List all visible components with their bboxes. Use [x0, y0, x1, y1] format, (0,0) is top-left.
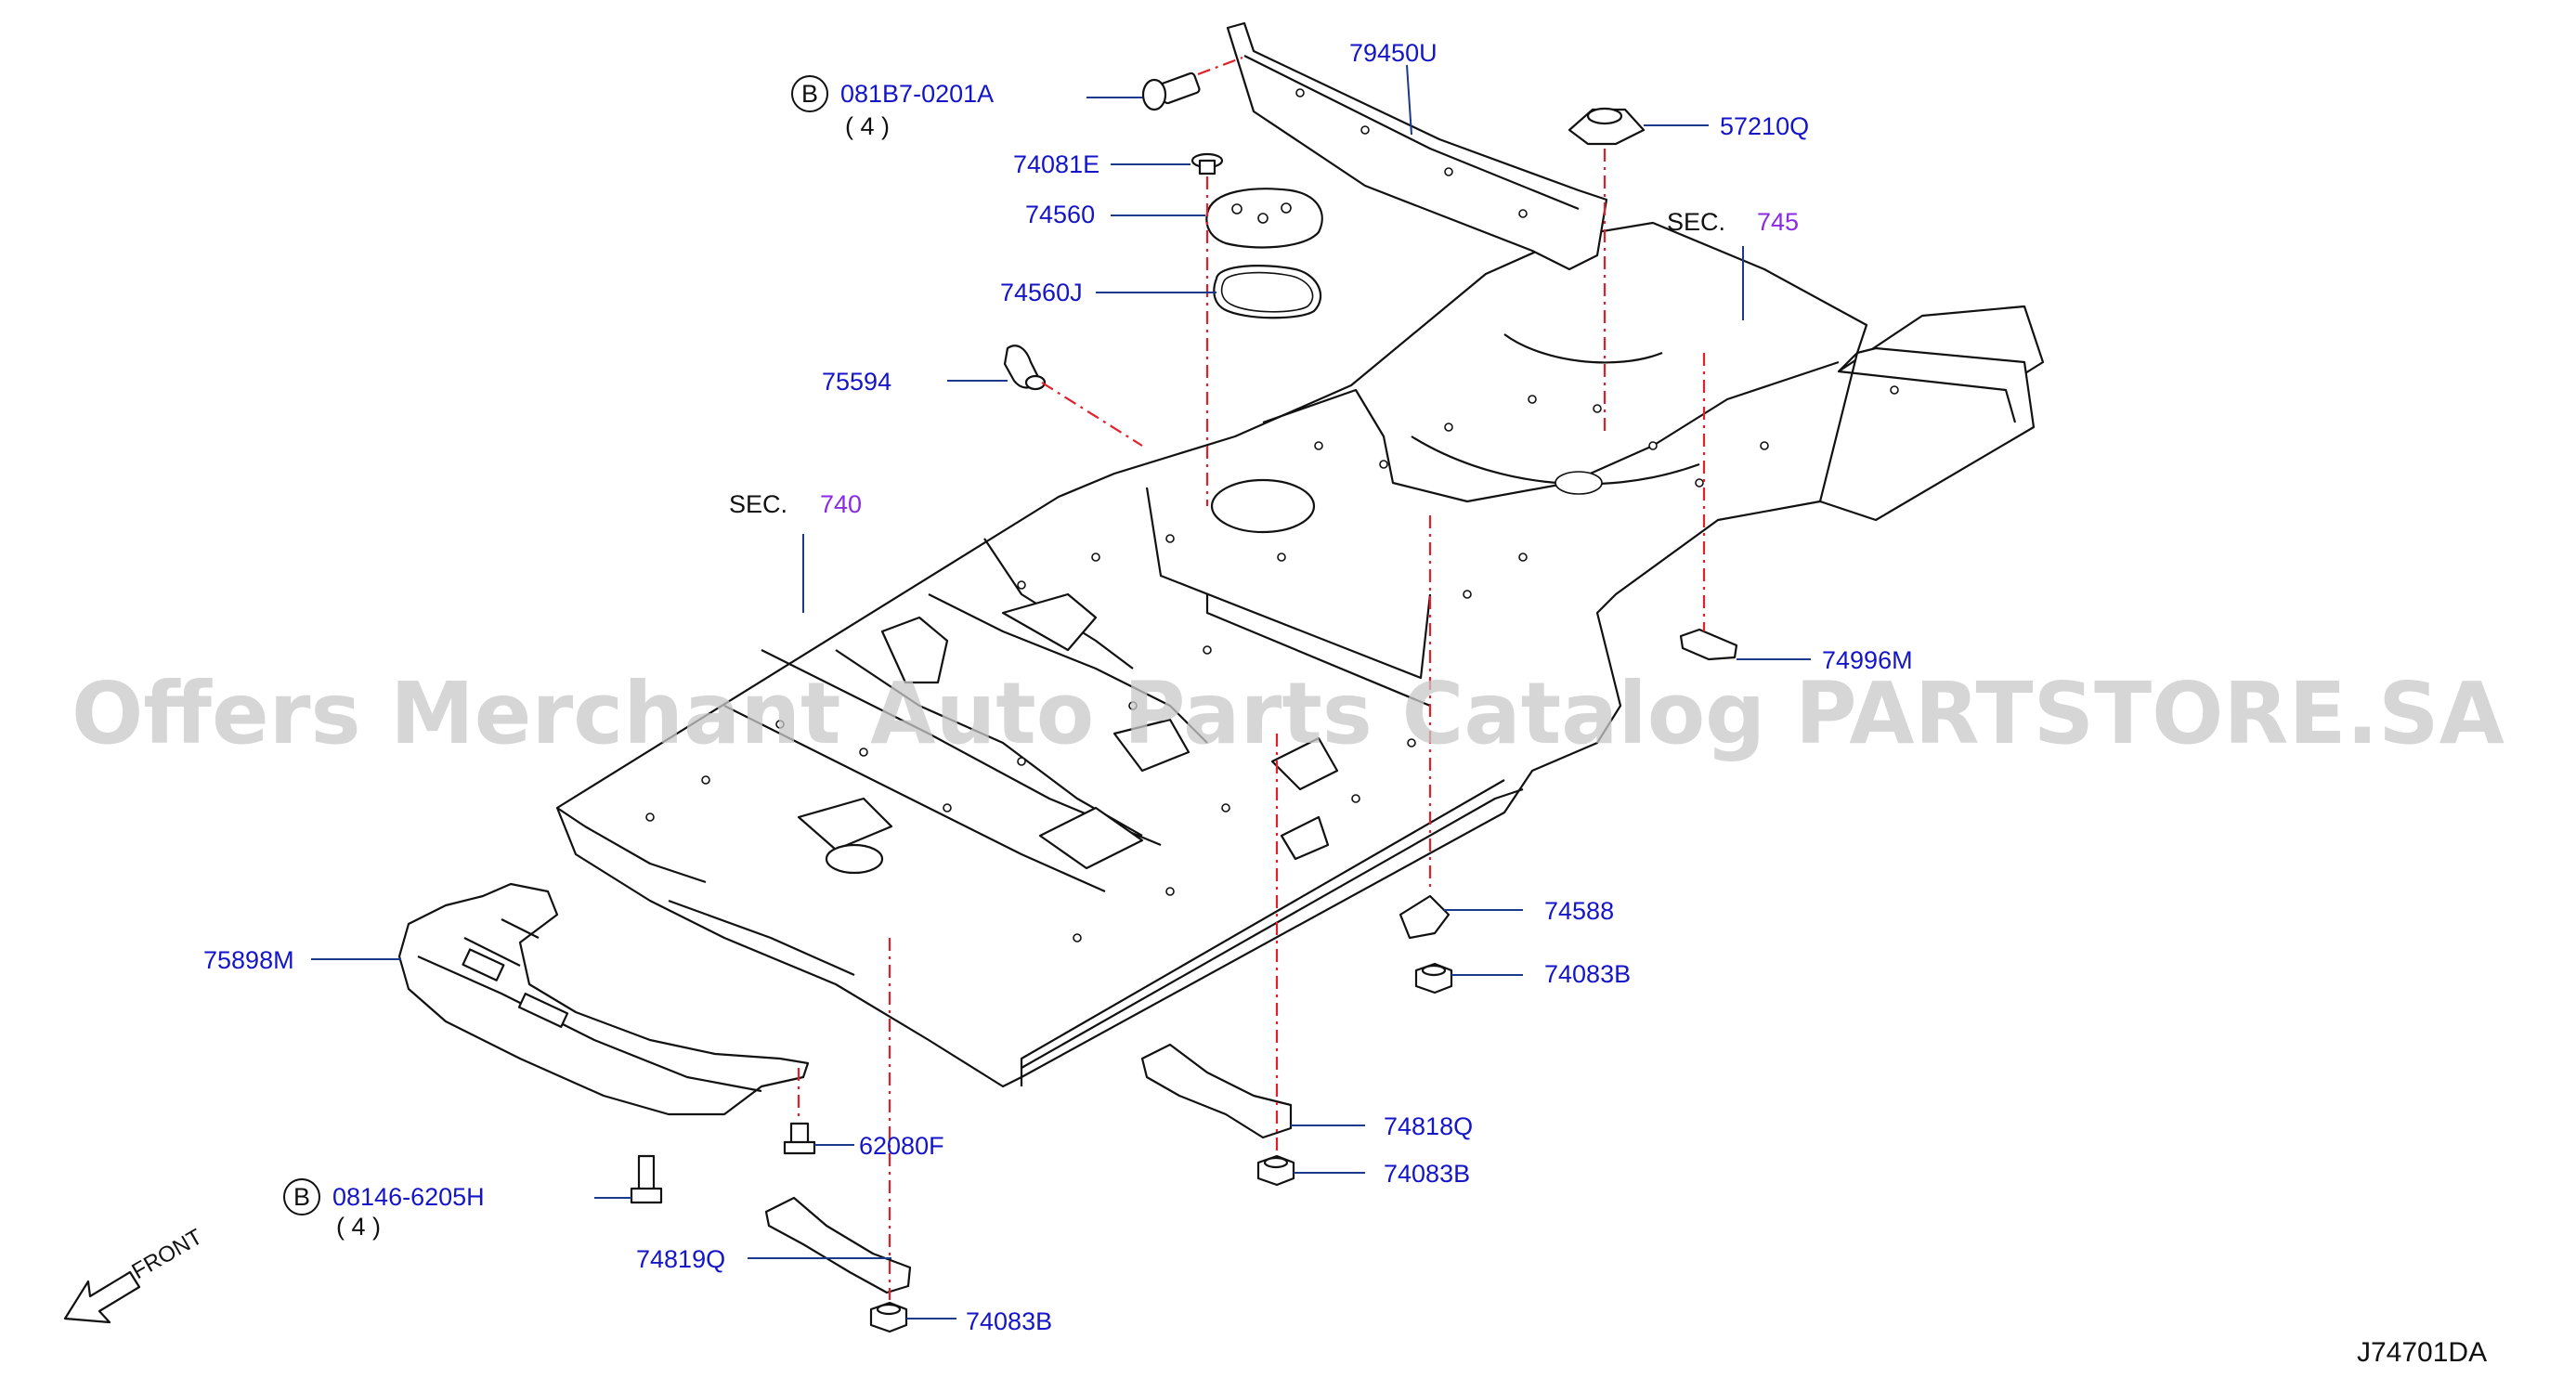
assembly-lines	[797, 56, 1706, 1300]
part-labels: 79450U 57210Q 74081E 74560 74560J 75594 …	[203, 39, 1913, 1335]
label-75898M[interactable]: 75898M	[203, 946, 294, 974]
sec-740-number[interactable]: 740	[820, 490, 862, 518]
floor-holes	[645, 385, 1899, 942]
floor-panel-drawing	[555, 221, 2045, 1088]
part-74819Q-drawing	[764, 1196, 912, 1294]
bolt-ref-08146-6205H: B 08146-6205H ( 4 )	[283, 1178, 485, 1241]
section-refs: SEC. 745 SEC. 740	[729, 208, 1799, 518]
front-label: FRONT	[128, 1224, 207, 1284]
bolt-081B7-0201A-drawing	[1141, 72, 1201, 111]
label-74083B-lower[interactable]: 74083B	[966, 1307, 1052, 1335]
label-08146-6205H[interactable]: 08146-6205H	[332, 1183, 485, 1211]
part-75594-drawing	[1003, 344, 1047, 391]
label-74560J[interactable]: 74560J	[1000, 279, 1083, 306]
label-74081E[interactable]: 74081E	[1013, 150, 1099, 178]
part-74560J-drawing	[1213, 265, 1322, 319]
label-74560[interactable]: 74560	[1025, 201, 1095, 228]
part-74996M-drawing	[1679, 628, 1738, 661]
sec-745-prefix: SEC.	[1667, 208, 1725, 236]
part-62080F-drawing	[783, 1122, 816, 1155]
qty-081B7-0201A: ( 4 )	[845, 112, 890, 140]
label-74819Q[interactable]: 74819Q	[636, 1245, 725, 1273]
sec-745-number[interactable]: 745	[1757, 208, 1799, 236]
leader-lines	[311, 64, 1811, 1320]
nut-74083B-drawings	[869, 962, 1453, 1333]
label-79450U[interactable]: 79450U	[1349, 39, 1438, 67]
label-74818Q[interactable]: 74818Q	[1384, 1112, 1473, 1140]
front-arrow: FRONT	[63, 1224, 207, 1324]
part-75898M-drawing	[397, 882, 810, 1116]
label-57210Q[interactable]: 57210Q	[1720, 112, 1809, 140]
label-74996M[interactable]: 74996M	[1822, 646, 1913, 674]
label-62080F[interactable]: 62080F	[859, 1132, 944, 1160]
bolt-symbol-b: B	[801, 80, 818, 108]
qty-08146-6205H: ( 4 )	[336, 1213, 381, 1241]
bolt-symbol-b: B	[293, 1183, 310, 1211]
bolt-ref-081B7-0201A: B 081B7-0201A ( 4 )	[791, 75, 994, 140]
diagram-code: J74701DA	[2357, 1337, 2487, 1368]
part-57210Q-drawing	[1568, 107, 1646, 146]
part-74818Q-drawing	[1140, 1043, 1293, 1139]
label-081B7-0201A[interactable]: 081B7-0201A	[840, 80, 994, 108]
part-74560-drawing	[1205, 188, 1323, 249]
label-74588[interactable]: 74588	[1544, 897, 1614, 925]
part-74588-drawing	[1399, 894, 1451, 940]
part-74081E-drawing	[1190, 152, 1224, 176]
bolt-08146-6205H-drawing	[630, 1154, 663, 1204]
label-75594[interactable]: 75594	[822, 368, 891, 396]
watermark-text: Offers Merchant Auto Parts Catalog PARTS…	[72, 664, 2504, 763]
label-74083B-upper[interactable]: 74083B	[1544, 960, 1631, 988]
label-74083B-middle[interactable]: 74083B	[1384, 1160, 1470, 1188]
sec-740-prefix: SEC.	[729, 490, 787, 518]
part-79450U-drawing	[1226, 21, 1608, 271]
